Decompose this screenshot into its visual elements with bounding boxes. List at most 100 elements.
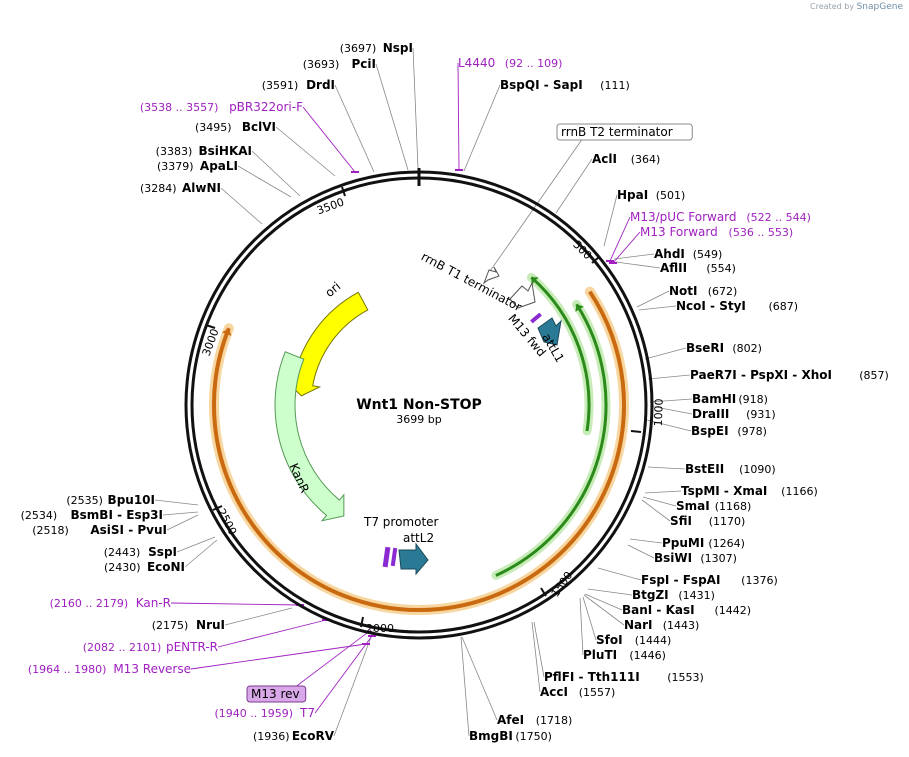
primer[interactable]: pENTR-R(2082 .. 2101): [83, 640, 218, 654]
site-name: PflFI - Tth111I: [544, 670, 640, 684]
tick-mark: [591, 256, 600, 264]
site-connector: [412, 47, 419, 169]
m13-rev-connector: [285, 629, 372, 695]
primer-connector: [170, 602, 301, 606]
site-connector: [649, 398, 693, 403]
restriction-site[interactable]: NotI(672): [669, 284, 737, 298]
restriction-site[interactable]: ApaLI(3379): [157, 159, 238, 173]
site-position: (2534): [21, 509, 58, 522]
site-connector: [531, 621, 541, 693]
site-position: (2518): [32, 524, 69, 537]
feature-kanr[interactable]: [274, 351, 345, 522]
site-position: (1750): [515, 730, 552, 743]
restriction-site[interactable]: AlwNI(3284): [140, 181, 221, 195]
primer-name: L4440: [458, 56, 495, 70]
site-name: PaeR7I - PspXI - XhoI: [690, 368, 832, 382]
primer-connector: [612, 231, 641, 264]
restriction-site[interactable]: BsiWI(1307): [654, 551, 737, 565]
primer[interactable]: T7(1940 .. 1959): [215, 706, 315, 720]
restriction-site[interactable]: AhdI(549): [654, 247, 722, 261]
primer-name: T7: [299, 706, 315, 720]
restriction-site[interactable]: BanI - KasI(1442): [622, 603, 751, 617]
t7-promoter-label: T7 promoter: [363, 515, 439, 529]
restriction-site[interactable]: TspMI - XmaI(1166): [681, 484, 818, 498]
restriction-site[interactable]: SspI(2443): [104, 545, 177, 559]
primer[interactable]: M13 Forward(536 .. 553): [640, 225, 793, 239]
restriction-site[interactable]: AclI(364): [592, 152, 660, 166]
restriction-site[interactable]: SmaI(1168): [676, 499, 751, 513]
orf-line[interactable]: [530, 276, 591, 432]
site-position: (1446): [629, 649, 666, 662]
site-connector: [555, 158, 593, 214]
restriction-site[interactable]: BsmBI - Esp3I(2534): [21, 508, 163, 522]
attL1-arrow: [537, 317, 562, 346]
orf-line[interactable]: [212, 290, 626, 612]
feature-orf-outer[interactable]: [209, 286, 629, 615]
restriction-site[interactable]: FspI - FspAI(1376): [641, 573, 778, 587]
restriction-site[interactable]: EcoRV(1936): [253, 729, 335, 743]
restriction-site[interactable]: BseRI(802): [686, 341, 762, 355]
primer[interactable]: L4440(92 .. 109): [458, 56, 562, 70]
site-connector: [649, 405, 693, 415]
restriction-site[interactable]: DrdI(3591): [262, 78, 335, 92]
restriction-site[interactable]: BspEI(978): [691, 424, 767, 438]
restriction-site[interactable]: BspQI - SapI(111): [500, 78, 630, 92]
primer[interactable]: Kan-R(2160 .. 2179): [50, 596, 171, 610]
site-connector: [460, 636, 470, 737]
primer-range: (1964 .. 1980): [28, 663, 107, 676]
restriction-site[interactable]: BtgZI(1431): [632, 588, 715, 602]
restriction-site[interactable]: SfoI(1444): [596, 633, 671, 647]
site-name: PpuMI: [662, 536, 704, 550]
restriction-site[interactable]: AflII(554): [660, 261, 736, 275]
site-position: (1090): [739, 463, 776, 476]
site-position: (3284): [140, 182, 177, 195]
primer[interactable]: pBR322ori-F(3538 .. 3557): [140, 100, 303, 114]
site-position: (1443): [663, 619, 700, 632]
feature-orf-green-a[interactable]: [526, 272, 594, 436]
feature-ori[interactable]: [284, 291, 369, 397]
site-connector: [463, 84, 501, 172]
tick-mark: [212, 505, 223, 511]
site-position: (1168): [715, 500, 752, 513]
restriction-site[interactable]: EcoNI(2430): [104, 560, 185, 574]
feature-shape[interactable]: [284, 291, 369, 397]
restriction-site[interactable]: AccI(1557): [540, 685, 615, 699]
restriction-site[interactable]: NcoI - StyI(687): [676, 299, 798, 313]
feature-shape[interactable]: [274, 351, 345, 522]
restriction-site[interactable]: AsiSI - PvuI(2518): [32, 523, 167, 537]
restriction-site[interactable]: BamHI(918): [692, 392, 768, 406]
site-position: (1307): [700, 552, 737, 565]
restriction-site[interactable]: NarI(1443): [624, 618, 699, 632]
restriction-site[interactable]: NruI(2175): [152, 618, 225, 632]
site-connector: [334, 84, 375, 173]
restriction-site[interactable]: SfiI(1170): [670, 514, 745, 528]
primer[interactable]: M13 Reverse(1964 .. 1980): [28, 662, 191, 676]
restriction-site[interactable]: PflFI - Tth111I(1553): [544, 670, 704, 684]
primer[interactable]: M13/pUC Forward(522 .. 544): [630, 210, 811, 224]
site-name: SfiI: [670, 514, 692, 528]
restriction-site[interactable]: BsiHKAI(3383): [156, 144, 252, 158]
site-name: BseRI: [686, 341, 724, 355]
orf-line[interactable]: [495, 303, 608, 577]
restriction-site[interactable]: PpuMI(1264): [662, 536, 745, 550]
restriction-site[interactable]: PaeR7I - PspXI - XhoI(857): [690, 368, 889, 382]
site-connector: [375, 63, 409, 171]
site-name: ApaLI: [200, 159, 238, 173]
site-name: BspQI - SapI: [500, 78, 583, 92]
site-name: AclI: [592, 152, 617, 166]
restriction-site[interactable]: NspI(3697): [340, 41, 413, 55]
restriction-site[interactable]: BclVI(3495): [195, 120, 276, 134]
restriction-site[interactable]: PluTI(1446): [583, 648, 666, 662]
restriction-site[interactable]: HpaI(501): [617, 188, 685, 202]
rrnb-t2-connector: [487, 137, 584, 275]
restriction-site[interactable]: PciI(3693): [303, 57, 376, 71]
rrnb-t2-box[interactable]: rrnB T2 terminator: [556, 123, 693, 141]
restriction-site[interactable]: BmgBI(1750): [469, 729, 552, 743]
feature-orf-green-b[interactable]: [491, 299, 611, 580]
restriction-site[interactable]: DraIII(931): [692, 407, 776, 421]
restriction-site[interactable]: Bpu10I(2535): [66, 493, 155, 507]
m13-rev-box[interactable]: M13 rev: [246, 685, 307, 703]
restriction-site[interactable]: BstEII(1090): [685, 462, 776, 476]
restriction-site[interactable]: AfeI(1718): [497, 713, 572, 727]
